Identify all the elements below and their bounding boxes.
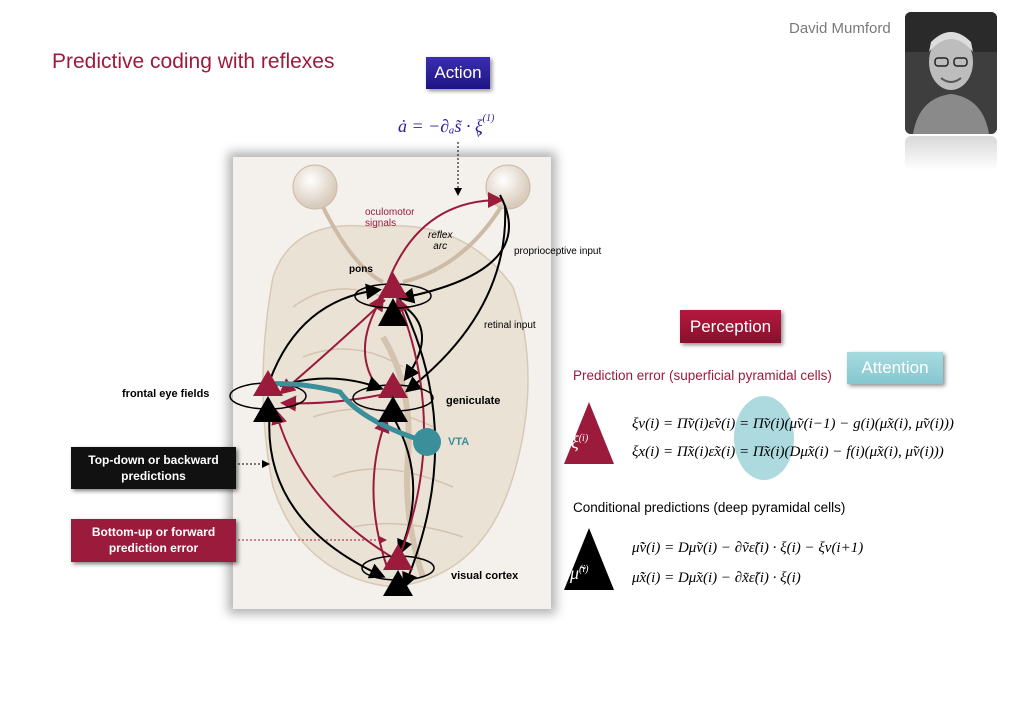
conditional-prediction-eq-v: μ̃̇v(i) = Dμ̃v(i) − ∂ṽε̃(i) · ξ(i) − ξv(… [632, 540, 864, 556]
author-photo [905, 12, 997, 134]
visual-cortex-label: visual cortex [451, 570, 519, 582]
fef-deep-triangle [253, 396, 283, 422]
geniculate-deep-triangle [378, 396, 408, 422]
slide-title: Predictive coding with reflexes [52, 50, 335, 73]
fef-superficial-triangle [253, 370, 283, 396]
retinal-label: retinal input [484, 320, 536, 331]
prediction-error-eq-x: ξx(i) = Π̃x(i)ε̃x(i) = Π̃x(i)(Dμ̃x(i) − … [632, 444, 944, 460]
pons-deep-triangle [378, 298, 408, 326]
author-photo-reflection [905, 136, 997, 170]
perception-button[interactable]: Perception [680, 310, 781, 343]
visual-cortex-deep-triangle [383, 570, 413, 596]
conditional-prediction-triangle [564, 528, 614, 590]
author-name: David Mumford [789, 20, 891, 37]
conditional-prediction-eq-x: μ̃̇x(i) = Dμ̃x(i) − ∂x̃ε̃(i) · ξ(i) [632, 570, 801, 586]
visual-cortex-superficial-triangle [383, 544, 413, 570]
attention-button[interactable]: Attention [847, 352, 943, 384]
attention-highlight [734, 396, 794, 480]
conditional-predictions-heading: Conditional predictions (deep pyramidal … [573, 500, 846, 515]
prediction-error-symbol: ξ(i) [571, 432, 589, 452]
geniculate-superficial-triangle [378, 372, 408, 398]
action-equation: ȧ = −∂ₐs̃ · ξ(1)v [398, 113, 495, 140]
vta-label: VTA [448, 436, 470, 448]
prediction-error-triangle [564, 402, 614, 464]
proprioceptive-label: proprioceptive input [514, 246, 602, 257]
conditional-prediction-symbol: μ̃(i) [570, 563, 589, 583]
pons-label: pons [349, 264, 373, 275]
pons-superficial-triangle [378, 272, 408, 298]
geniculate-label: geniculate [446, 395, 501, 407]
action-button[interactable]: Action [426, 57, 490, 89]
prediction-error-eq-v: ξv(i) = Π̃v(i)ε̃v(i) = Π̃v(i)(μ̃v(i−1) −… [632, 416, 954, 432]
frontal-eye-fields-label: frontal eye fields [122, 388, 210, 400]
prediction-error-heading: Prediction error (superficial pyramidal … [573, 368, 832, 383]
